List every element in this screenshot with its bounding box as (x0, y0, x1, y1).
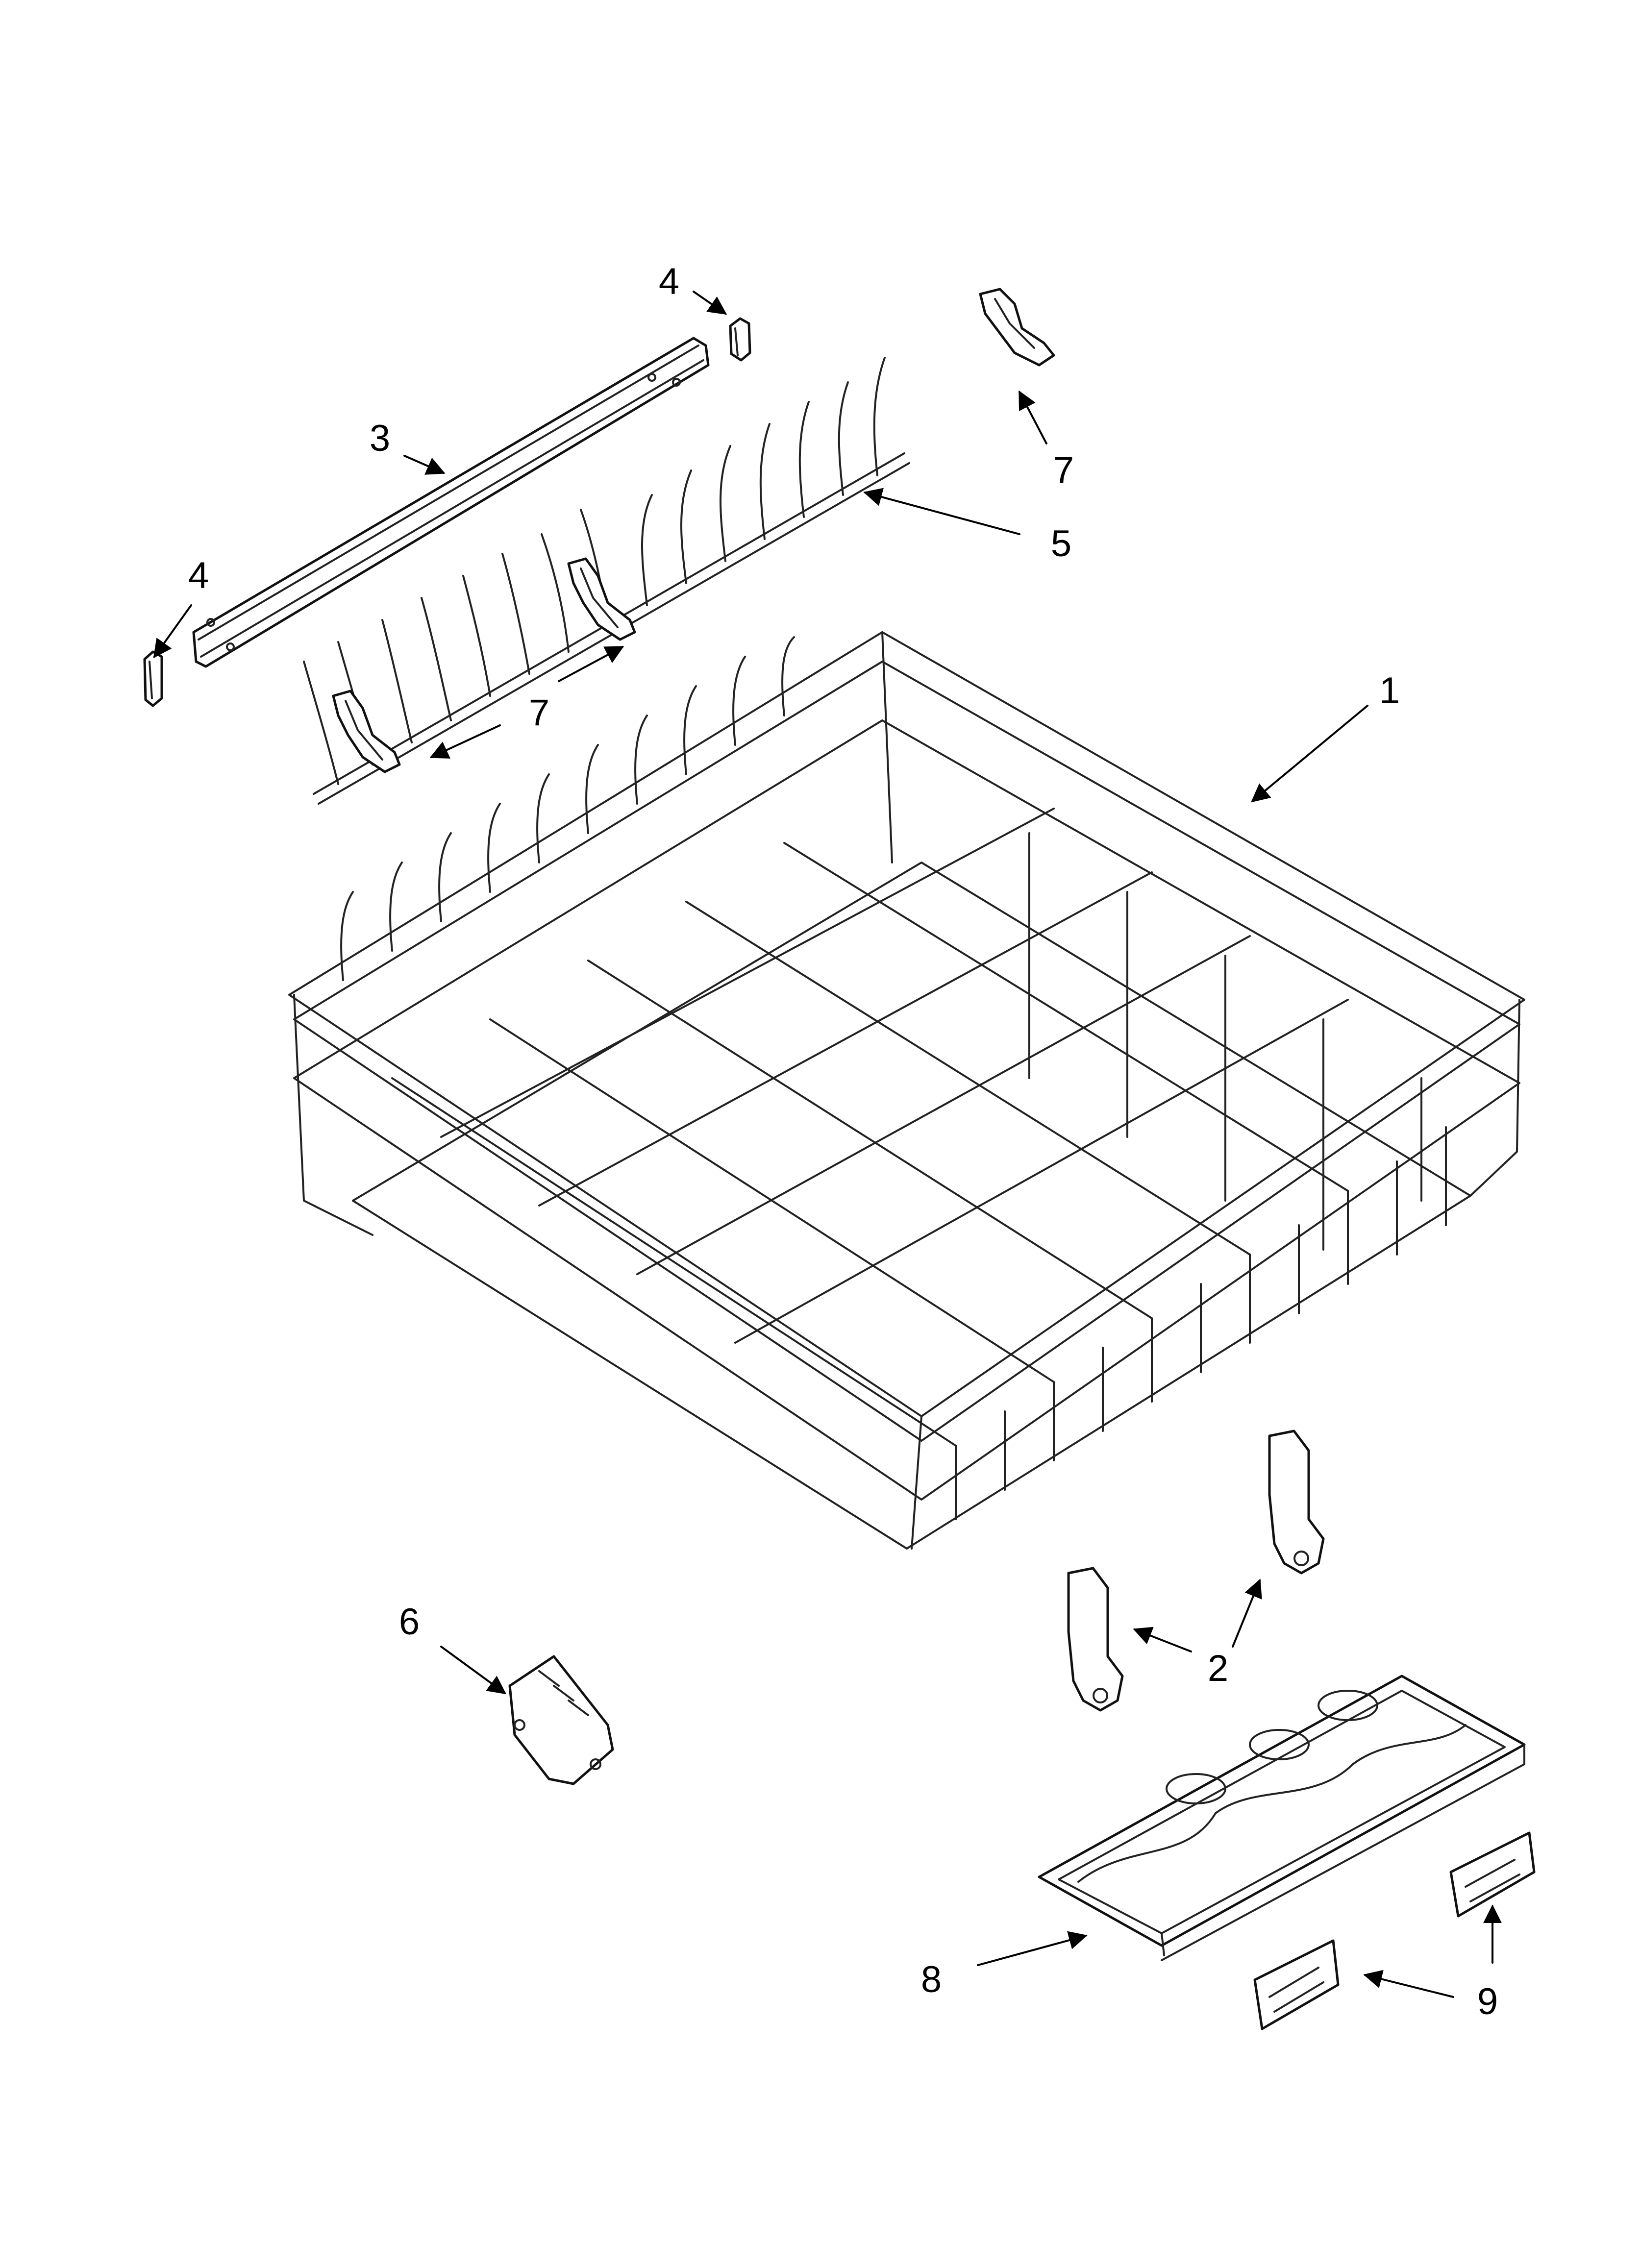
wheel-clip-part-2-lower (1067, 1567, 1124, 1712)
clip-part-4-left (143, 650, 163, 707)
clip-part-7-center (567, 557, 636, 641)
clip-part-7-top-right (979, 288, 1055, 367)
callout-4-top: 4 (658, 261, 680, 302)
bracket-part-6 (508, 1655, 614, 1785)
tray-part-8 (1038, 1675, 1526, 1961)
tray-clip-part-9-center (1253, 1939, 1340, 2030)
clip-part-7-left (332, 690, 401, 773)
callout-5: 5 (1050, 523, 1072, 565)
leader-lines (153, 291, 1502, 1998)
tine-row-part-5 (303, 357, 910, 805)
rail-part-3 (192, 337, 710, 668)
callout-6: 6 (398, 1601, 420, 1643)
callout-4-left: 4 (188, 555, 209, 596)
tray-clip-part-9-right (1449, 1831, 1536, 1918)
callout-9: 9 (1477, 1981, 1498, 2022)
callout-7-top: 7 (1053, 449, 1074, 491)
wheel-clip-part-2-upper (1268, 1430, 1325, 1575)
clip-part-4-top (729, 317, 751, 362)
callout-8: 8 (920, 1959, 942, 2000)
callout-1: 1 (1379, 670, 1400, 712)
callout-2: 2 (1207, 1648, 1229, 1689)
callout-3: 3 (369, 418, 391, 459)
rack-basket-part-1 (288, 631, 1525, 1550)
callout-7-left: 7 (528, 692, 550, 734)
